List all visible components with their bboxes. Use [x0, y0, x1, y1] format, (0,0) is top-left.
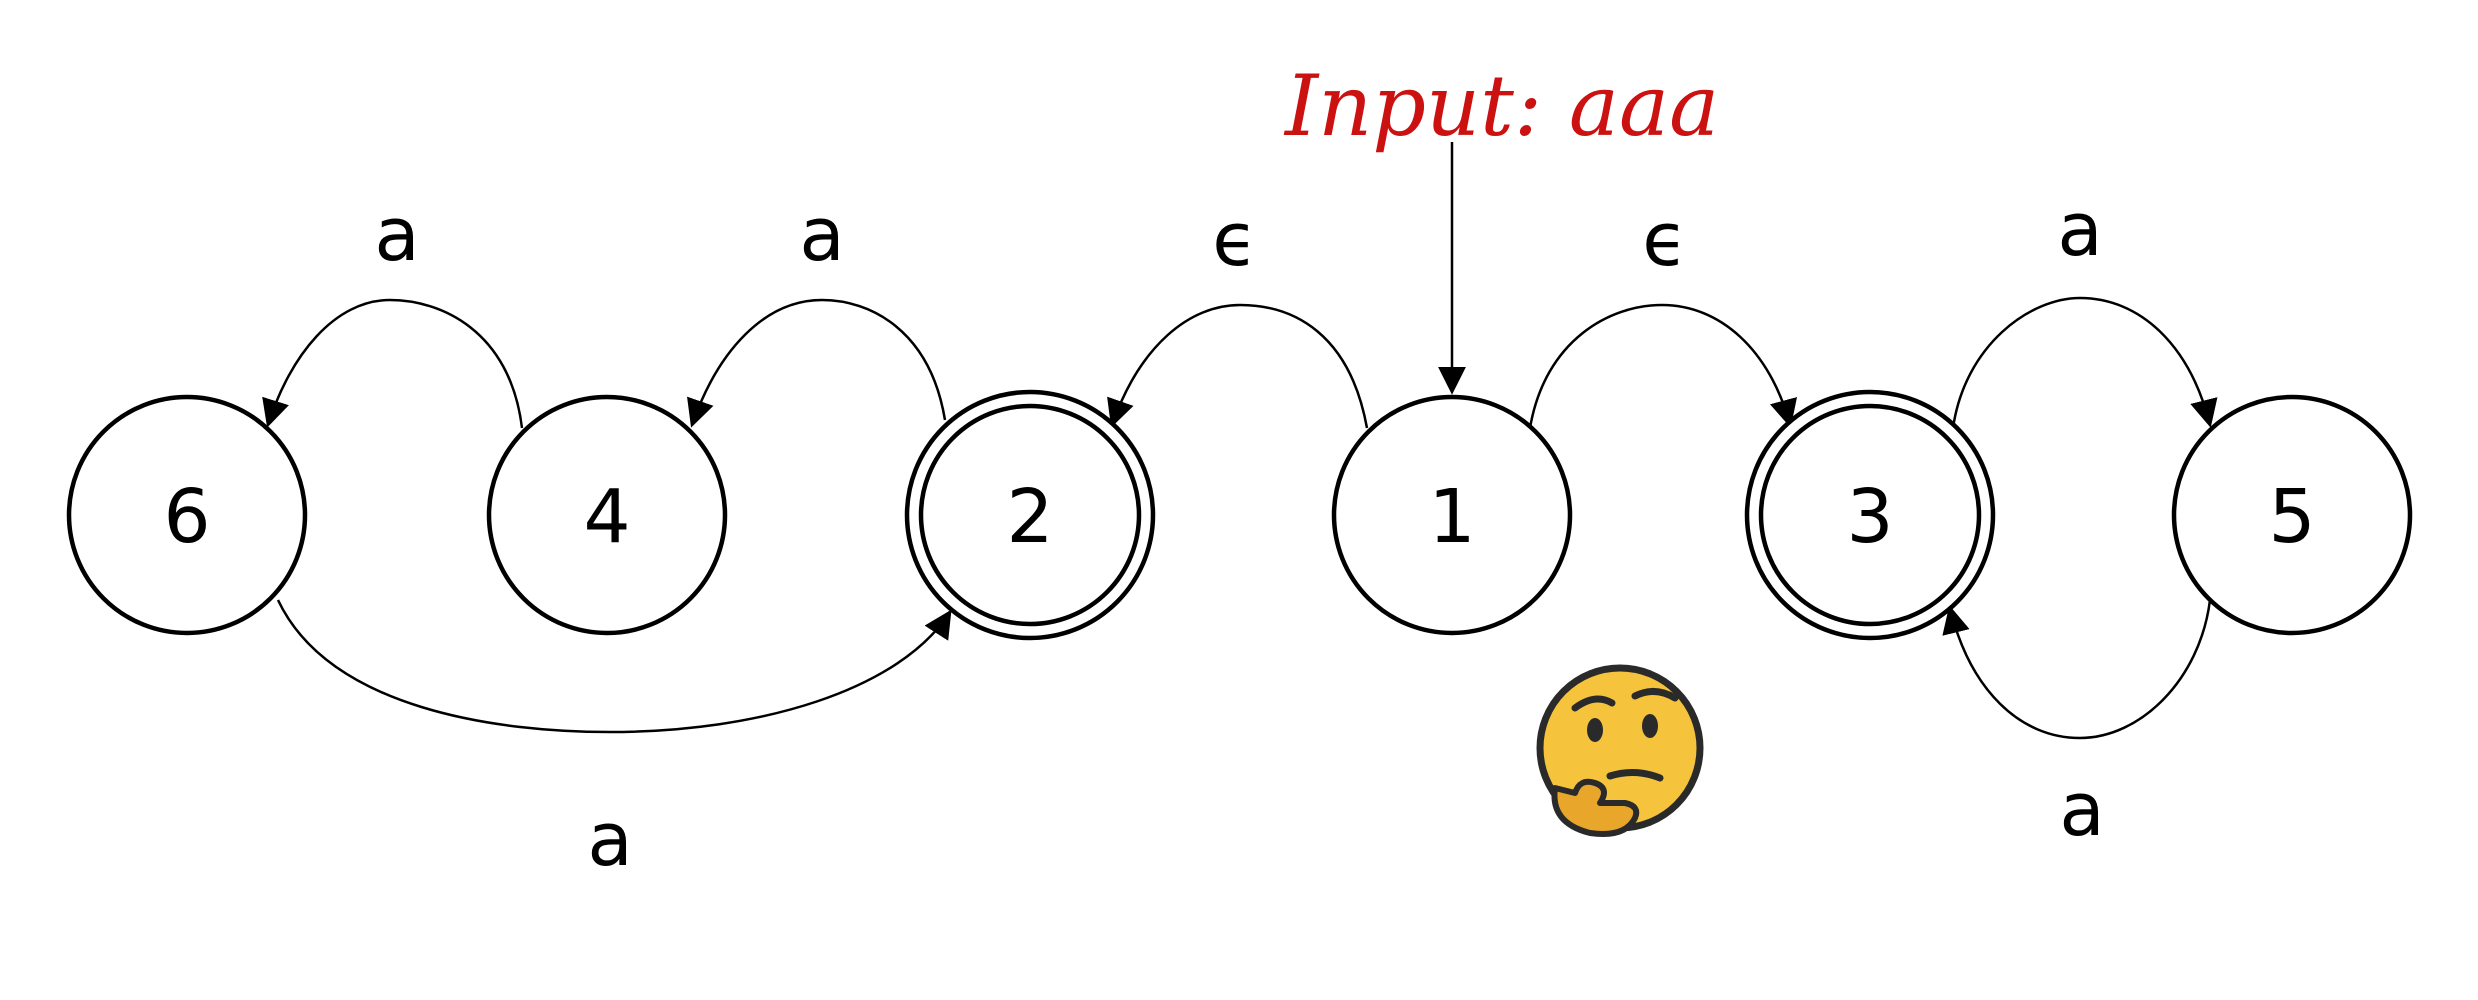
state-6: 6: [66, 394, 308, 636]
states: 6 4 2 1 3 5: [66, 389, 2413, 641]
thinking-face-icon: [1536, 664, 1704, 837]
edge-label-2-to-4: a: [799, 192, 844, 278]
state-4: 4: [486, 394, 728, 636]
edge-2-to-4: [687, 298, 947, 428]
state-label-2: 2: [1006, 474, 1053, 560]
edge-1-to-2: [1107, 303, 1369, 429]
edge-label-6-to-2: a: [587, 797, 632, 883]
edge-label-3-to-5: a: [2057, 187, 2102, 273]
state-label-4: 4: [583, 474, 630, 560]
state-1: 1: [1331, 394, 1573, 636]
edge-4-to-6: [262, 298, 524, 429]
state-3: 3: [1744, 389, 1996, 641]
edge-label-1-to-2: ϵ: [1212, 197, 1258, 283]
state-5: 5: [2171, 394, 2413, 636]
state-2: 2: [904, 389, 1156, 641]
edge-1-to-3: [1528, 303, 1798, 429]
edge-label-5-to-3: a: [2059, 767, 2104, 853]
edge-3-to-5: [1951, 296, 2218, 429]
edge-6-to-2: [276, 599, 952, 734]
edge-5-to-3: [1942, 599, 2212, 740]
edge-label-1-to-3: ϵ: [1642, 197, 1688, 283]
state-label-5: 5: [2268, 474, 2315, 560]
transitions: a a ϵ ϵ a a a: [262, 142, 2218, 883]
input-annotation: Input: aaa: [1283, 57, 1719, 155]
state-label-6: 6: [163, 474, 210, 560]
edge-label-4-to-6: a: [374, 192, 419, 278]
state-label-3: 3: [1846, 474, 1893, 560]
state-label-1: 1: [1428, 474, 1475, 560]
